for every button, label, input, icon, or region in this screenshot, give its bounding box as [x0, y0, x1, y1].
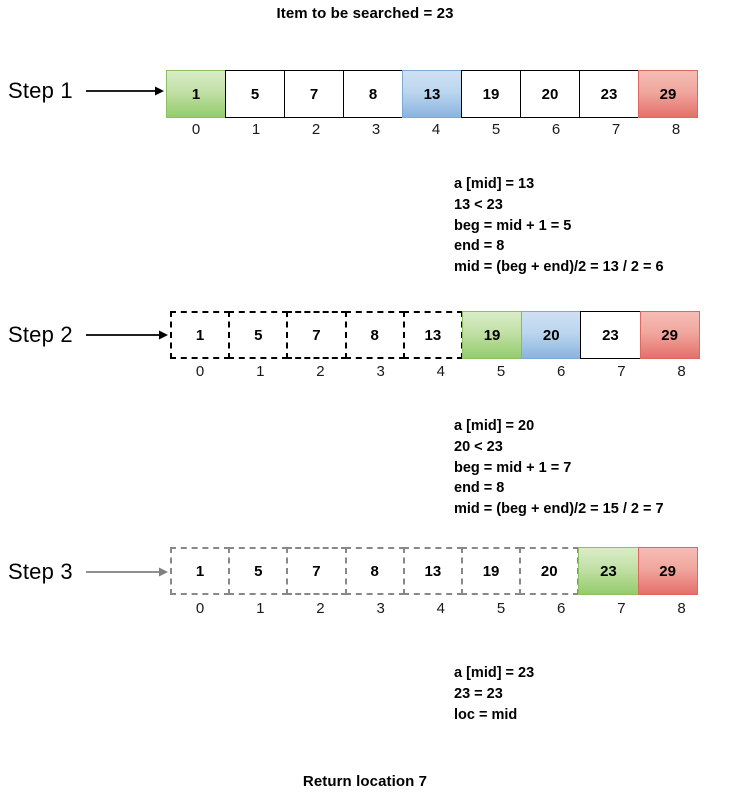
step-label-1: Step 1: [8, 78, 73, 103]
annotation-line: 20 < 23: [454, 438, 503, 455]
array-index-label: 4: [436, 363, 446, 380]
annotation-line: mid = (beg + end)/2 = 13 / 2 = 6: [454, 259, 664, 276]
array-index-label: 0: [195, 600, 205, 617]
array-index-label: 0: [191, 121, 201, 138]
annotation-line: loc = mid: [454, 706, 518, 723]
array-index-label: 6: [557, 363, 566, 380]
array-index-label: 3: [376, 600, 385, 617]
annotation-line: beg = mid + 1 = 7: [454, 459, 572, 476]
array-index-label: 3: [371, 121, 381, 138]
array-index-label: 8: [677, 363, 686, 380]
annotation-line: 23 = 23: [454, 685, 503, 702]
array-index-label: 6: [551, 121, 561, 138]
array-index-label: 8: [671, 121, 681, 138]
step-arrow-1-icon: [86, 84, 164, 96]
annotation-line: a [mid] = 13: [454, 176, 535, 192]
annotation-line: end = 8: [454, 238, 505, 255]
array-cell[interactable]: 5: [228, 311, 289, 359]
annotation-line: a [mid] = 23: [454, 665, 535, 681]
array-index-label: 7: [617, 600, 626, 617]
annotation-step-1: a [mid] = 13 13 < 23 beg = mid + 1 = 5 end …: [454, 174, 664, 278]
array-index-label: 1: [251, 121, 261, 138]
array-cell[interactable]: 7: [284, 70, 344, 118]
array-cell[interactable]: 13: [402, 70, 462, 118]
page-title: Item to be searched = 23: [276, 5, 454, 22]
array-cell[interactable]: 29: [639, 311, 700, 359]
array-cell[interactable]: 19: [461, 311, 523, 359]
result-caption: Return location 7: [302, 773, 428, 790]
array-index-label: 4: [431, 121, 441, 138]
annotation-line: end = 8: [454, 480, 505, 497]
array-cell[interactable]: 20: [521, 311, 582, 359]
annotation-line: beg = mid + 1 = 5: [454, 217, 572, 234]
index-row-step-2: 0 1 2 3 4 5 6 7 8: [170, 363, 712, 380]
index-row-step-1: 0 1 2 3 4 5 6 7 8: [166, 121, 706, 138]
annotation-step-2: a [mid] = 20 20 < 23 beg = mid + 1 = 7 end …: [454, 416, 664, 520]
array-index-label: 4: [436, 600, 446, 617]
array-cell[interactable]: 8: [344, 311, 405, 359]
array-cell[interactable]: 23: [580, 311, 641, 359]
array-cell[interactable]: 13: [402, 547, 463, 595]
index-row-step-3: 0 1 2 3 4 5 6 7 8: [170, 600, 712, 617]
array-index-label: 5: [496, 363, 506, 380]
array-cell[interactable]: 13: [402, 311, 463, 359]
array-cell[interactable]: 29: [637, 547, 698, 595]
array-index-label: 8: [677, 600, 686, 617]
array-cell[interactable]: 23: [579, 70, 639, 118]
step-arrow-2-icon: [86, 328, 168, 340]
array-cell[interactable]: 7: [286, 547, 347, 595]
array-index-label: 2: [316, 363, 325, 380]
annotation-step-3: a [mid] = 23 23 = 23 loc = mid: [454, 663, 534, 725]
array-index-label: 6: [557, 600, 566, 617]
array-index-label: 7: [617, 363, 626, 380]
array-cell[interactable]: 20: [519, 547, 580, 595]
array-cell[interactable]: 20: [520, 70, 580, 118]
array-index-label: 5: [496, 600, 506, 617]
annotation-line: mid = (beg + end)/2 = 15 / 2 = 7: [454, 501, 664, 518]
array-index-label: 1: [256, 600, 265, 617]
array-index-label: 7: [611, 121, 621, 138]
array-cell[interactable]: 8: [344, 547, 405, 595]
array-index-label: 3: [376, 363, 385, 380]
step-label-3: Step 3: [8, 559, 73, 584]
array-cell[interactable]: 1: [166, 70, 226, 118]
step-arrow-3-icon: [86, 565, 168, 577]
array-index-label: 1: [256, 363, 265, 380]
array-index-label: 2: [311, 121, 321, 138]
array-cell[interactable]: 1: [170, 311, 231, 359]
annotation-line: a [mid] = 20: [454, 418, 535, 434]
array-cell[interactable]: 23: [578, 547, 639, 595]
array-cell[interactable]: 5: [225, 70, 285, 118]
step-label-2: Step 2: [8, 322, 73, 347]
array-cell[interactable]: 8: [343, 70, 403, 118]
array-cell[interactable]: 29: [638, 70, 698, 118]
array-index-label: 5: [491, 121, 501, 138]
array-cell[interactable]: 5: [228, 547, 289, 595]
array-index-label: 2: [316, 600, 325, 617]
array-cell[interactable]: 7: [286, 311, 347, 359]
annotation-line: 13 < 23: [454, 196, 503, 213]
array-cell[interactable]: 1: [170, 547, 231, 595]
array-cell[interactable]: 19: [460, 547, 522, 595]
array-cell[interactable]: 19: [461, 70, 521, 118]
array-index-label: 0: [195, 363, 205, 380]
